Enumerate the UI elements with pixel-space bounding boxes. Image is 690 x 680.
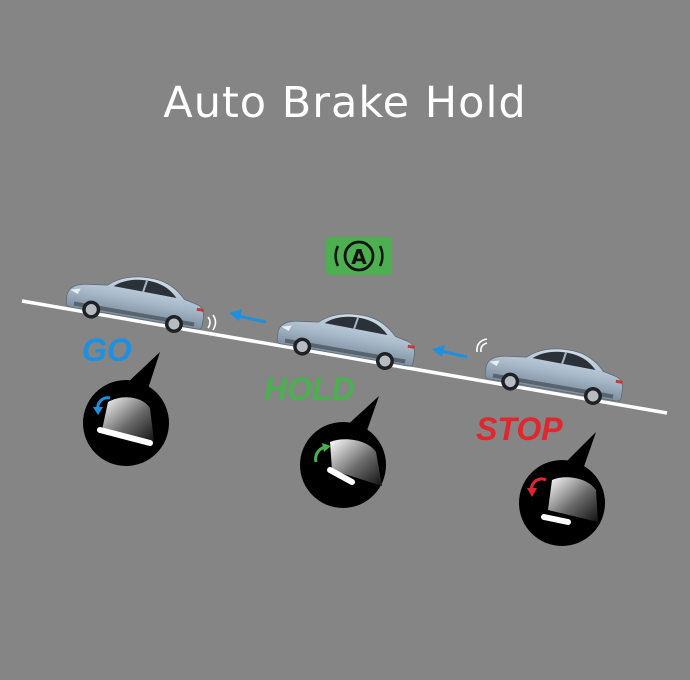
- stage-label-go: GO: [82, 332, 132, 368]
- pedal-callout-stop: [519, 432, 605, 546]
- brake-hold-indicator: A: [326, 237, 392, 275]
- car-hold: [273, 300, 421, 376]
- direction-arrow-2: [432, 345, 468, 359]
- brake-hold-a-icon: A: [351, 245, 367, 269]
- page-title: Auto Brake Hold: [163, 78, 527, 128]
- stage-label-stop: STOP: [476, 411, 563, 447]
- pedal-callout-go: [83, 352, 169, 466]
- road-line: [21, 299, 668, 415]
- stage-label-hold: HOLD: [264, 371, 355, 407]
- pedal-callout-hold: [300, 396, 386, 508]
- direction-arrow-1: [229, 309, 267, 324]
- sensor-wave-icon: [207, 314, 488, 353]
- car-go: [62, 263, 210, 339]
- car-stop: [481, 335, 629, 411]
